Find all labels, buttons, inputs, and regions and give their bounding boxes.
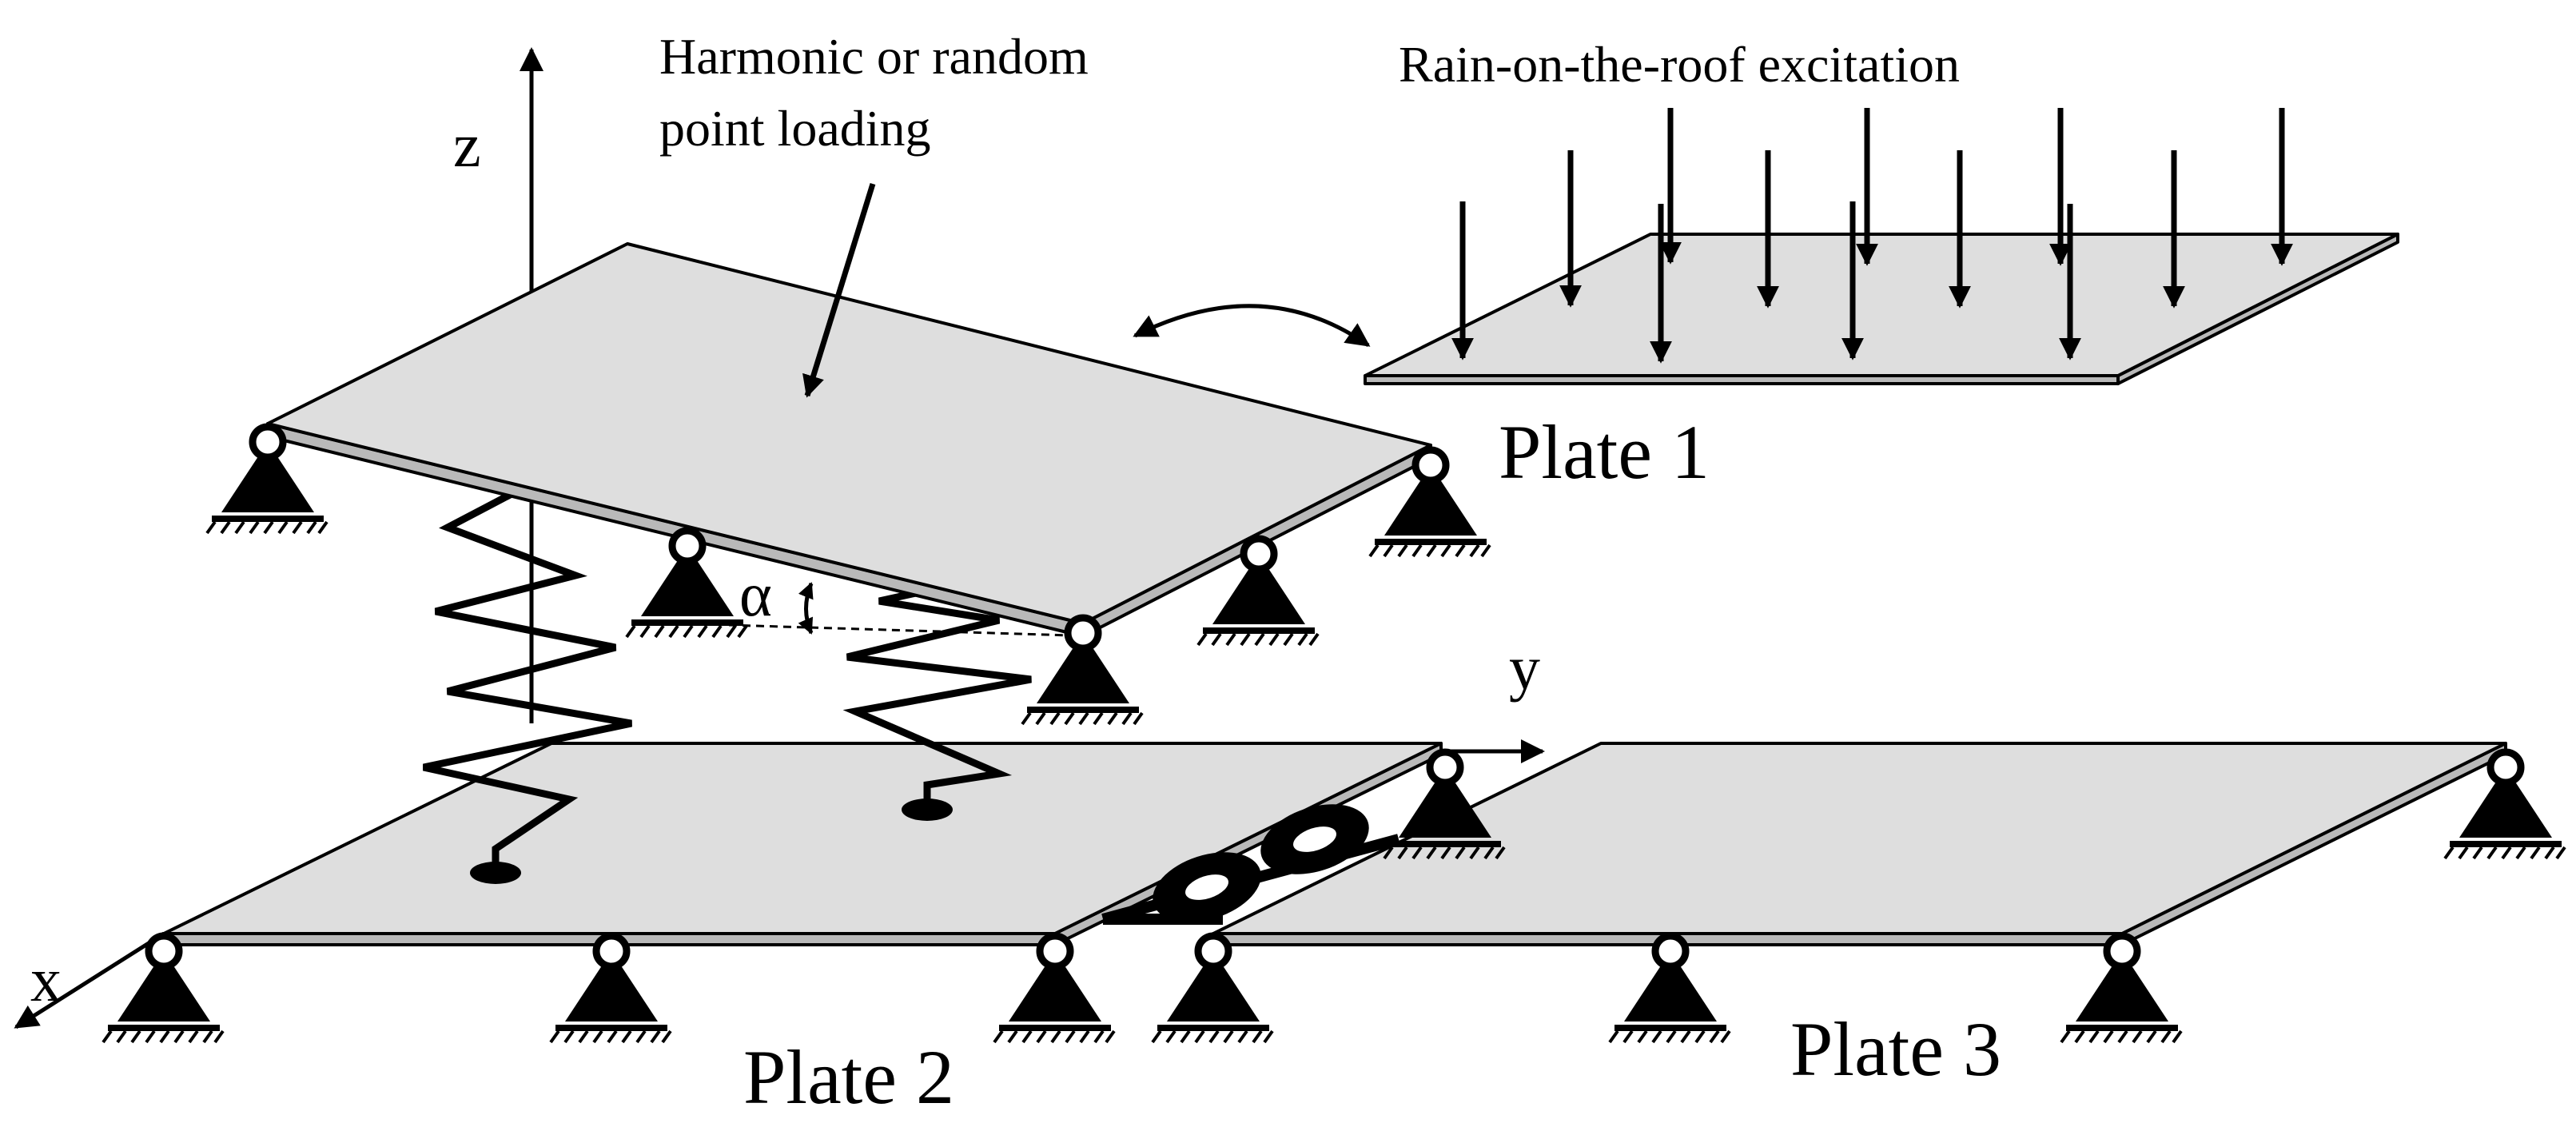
rain-arrows bbox=[1451, 108, 2293, 364]
spring-feet bbox=[470, 798, 953, 884]
plate-3-label: Plate 3 bbox=[1790, 1006, 2001, 1092]
angle-label: α bbox=[739, 560, 772, 629]
y-axis-label: y bbox=[1509, 633, 1540, 703]
x-axis-label: x bbox=[30, 945, 62, 1014]
plate-2-label: Plate 2 bbox=[743, 1034, 954, 1120]
point-loading-label-line1: Harmonic or random bbox=[659, 28, 1089, 85]
coupling-springs bbox=[1101, 804, 1400, 925]
x-axis-arrow bbox=[14, 931, 165, 1029]
rain-excitation-label: Rain-on-the-roof excitation bbox=[1399, 36, 1960, 93]
equivalence-arrow bbox=[1133, 304, 1371, 348]
plate-1-detail bbox=[1364, 233, 2399, 385]
point-load-arrow bbox=[802, 182, 876, 398]
plate-3 bbox=[1212, 742, 2507, 946]
plate-1-label: Plate 1 bbox=[1499, 409, 1710, 495]
z-axis-label: z bbox=[453, 110, 481, 180]
point-loading-label-line2: point loading bbox=[659, 100, 931, 157]
angle-indicator bbox=[728, 582, 1072, 637]
